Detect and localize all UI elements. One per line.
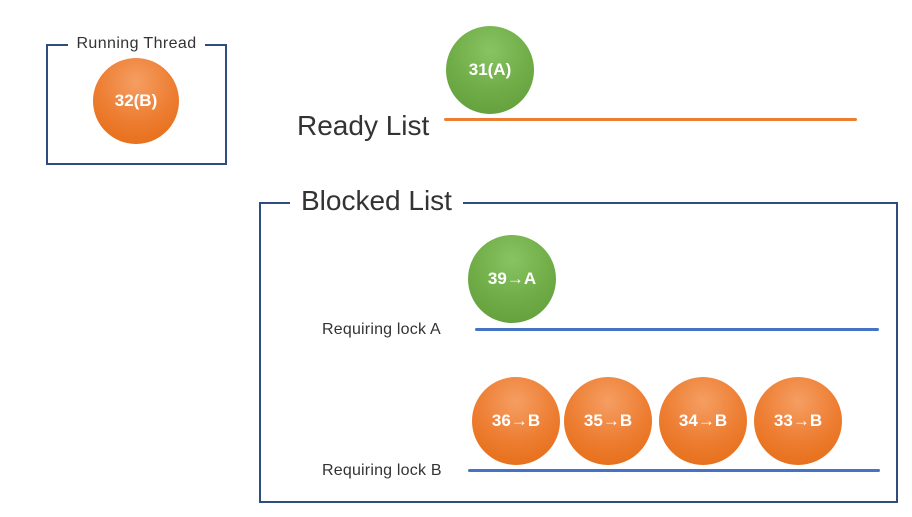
thread-circle-blocked-lock-b: 36→B <box>472 377 560 465</box>
thread-circle-label: 39→A <box>487 269 537 288</box>
thread-circle-label: 31(A) <box>468 60 512 79</box>
thread-circle-label: 34→B <box>678 411 728 430</box>
ready-list-label: Ready List <box>297 110 430 141</box>
lock-a-queue-label: Requiring lock A <box>322 321 441 338</box>
thread-circle-label: 36→B <box>491 411 541 430</box>
running-thread-title-text: Running Thread <box>68 32 205 56</box>
blocked-list-title: Blocked List <box>290 186 463 216</box>
blocked-list-box <box>259 202 898 503</box>
lock-b-queue-label: Requiring lock B <box>322 462 442 479</box>
running-thread-title: Running Thread <box>46 32 227 56</box>
thread-circle-blocked-lock-b: 33→B <box>754 377 842 465</box>
blocked-list-title-text: Blocked List <box>290 186 463 216</box>
lock-b-queue-line <box>468 469 880 472</box>
thread-circle-label: 35→B <box>583 411 633 430</box>
thread-circle-ready: 31(A) <box>446 26 534 114</box>
lock-a-queue-line <box>475 328 879 331</box>
thread-circle-blocked-lock-b: 34→B <box>659 377 747 465</box>
thread-circle-label: 33→B <box>773 411 823 430</box>
thread-circle-blocked-lock-a: 39→A <box>468 235 556 323</box>
ready-list-line <box>444 118 857 121</box>
thread-circle-label: 32(B) <box>114 91 158 110</box>
thread-circle-blocked-lock-b: 35→B <box>564 377 652 465</box>
thread-circle-running: 32(B) <box>93 58 179 144</box>
